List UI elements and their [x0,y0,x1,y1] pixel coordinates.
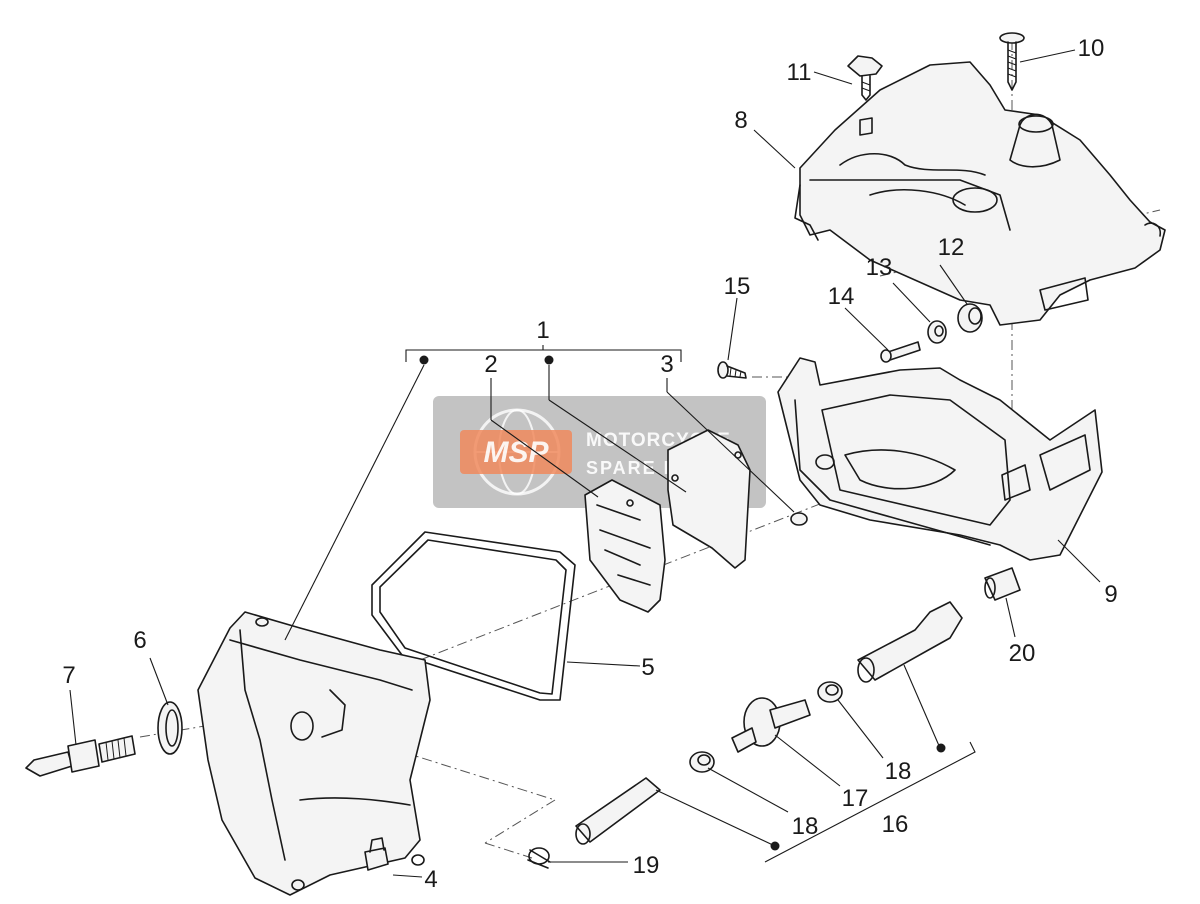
part-11-knob-screw [847,55,883,101]
label-20: 20 [1009,640,1036,667]
label-11: 11 [787,59,812,86]
part-16-hose-upper [857,601,963,683]
part-8-upper-cover [794,61,1166,326]
part-3-small-bolt [790,512,808,526]
part-15-screw [717,361,747,379]
label-1: 1 [536,317,549,344]
label-8: 8 [734,107,747,134]
part-5-cover-seal [371,531,576,701]
part-3-gasket-plate [667,429,808,569]
cylinder-head-cover [197,611,431,896]
part-10-long-screw [999,32,1025,91]
label-3: 3 [660,351,673,378]
label-2: 2 [484,351,497,378]
part-16-hose-lower [575,777,661,845]
label-6: 6 [133,627,146,654]
msp-logo-badge [460,430,572,474]
label-13: 13 [866,254,893,281]
label-12: 12 [938,234,965,261]
part-18-hose-clamp-lower [689,751,715,773]
group-1-bracket [405,349,682,365]
msp-logo-text: MSP [483,436,549,469]
part-14-bolt [880,341,921,363]
label-10: 10 [1078,35,1105,62]
label-15: 15 [724,273,751,300]
label-16: 16 [882,811,909,838]
part-9-lower-cover [777,357,1103,561]
part-4-flange-bolt [364,837,389,871]
group-16-bracket [764,741,976,863]
label-5: 5 [641,654,654,681]
label-18-lower: 18 [792,813,819,840]
part-17-check-valve [731,697,811,753]
label-7: 7 [62,662,75,689]
label-17: 17 [842,785,869,812]
part-number-labels: 1 2 3 4 5 6 7 8 9 10 11 12 13 14 15 16 1… [62,35,1117,893]
part-19-hose-clip [527,847,551,869]
part-18-hose-clamp-upper [817,681,843,703]
part-6-o-ring [157,701,183,755]
label-18-upper: 18 [885,758,912,785]
part-7-spark-plug [25,735,136,777]
part-20-clamp [984,567,1021,601]
label-9: 9 [1104,581,1117,608]
leader-lines [69,49,1101,878]
label-4: 4 [424,866,437,893]
label-14: 14 [828,283,855,310]
label-19: 19 [633,852,660,879]
part-13-washer [927,320,947,344]
part-2-breather-plate [584,479,666,613]
part-12-grommet [957,303,983,333]
